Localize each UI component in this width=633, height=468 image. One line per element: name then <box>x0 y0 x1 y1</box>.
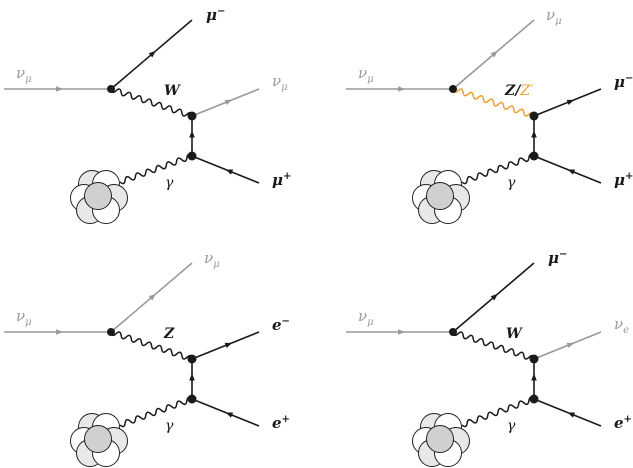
nucleon-6 <box>426 425 454 453</box>
nucleon-6 <box>84 182 112 210</box>
right-upper-label: νμ <box>272 72 288 93</box>
incoming-neutrino-label: νμ <box>16 307 32 328</box>
boson-label: W <box>506 326 523 342</box>
right-upper-line <box>191 88 260 117</box>
right-lower-label: e+ <box>614 414 632 432</box>
outgoing-top-label: νμ <box>546 6 562 27</box>
outgoing-top-line <box>452 19 535 90</box>
incoming-neutrino-label: νμ <box>358 307 374 328</box>
photon-label: γ <box>165 418 174 434</box>
right-upper-line <box>533 331 602 360</box>
nucleus <box>70 413 128 467</box>
boson-label: Z <box>163 326 175 342</box>
vertex-lower <box>529 151 539 161</box>
outgoing-top-label: μ− <box>206 6 225 24</box>
vertex-lower <box>187 151 197 161</box>
right-lower-line <box>191 398 260 427</box>
right-upper-line <box>533 88 602 117</box>
vertex-upper <box>529 111 539 121</box>
outgoing-top-line <box>110 262 193 333</box>
incoming-neutrino-label: νμ <box>358 64 374 85</box>
nucleus <box>412 170 470 224</box>
boson-label: Z/Z′ <box>504 83 534 99</box>
right-lower-label: e+ <box>272 414 290 432</box>
boson-propagator <box>452 88 535 117</box>
outgoing-top-label: μ− <box>548 249 567 267</box>
vertex-incoming <box>107 85 115 93</box>
right-lower-label: μ+ <box>614 171 633 189</box>
vertex-lower <box>529 394 539 404</box>
right-lower-line <box>533 398 602 427</box>
diagram-top-right: νμ νμZ/Z′ μ− μ+ γ <box>346 6 633 224</box>
photon-label: γ <box>507 175 516 191</box>
nucleus <box>70 170 128 224</box>
vertex-upper <box>187 354 197 364</box>
boson-propagator <box>110 88 193 117</box>
right-lower-label: μ+ <box>272 171 291 189</box>
incoming-neutrino-label: νμ <box>16 64 32 85</box>
diagram-bottom-right: νμ μ− Wνe e+ γ <box>346 249 632 467</box>
right-upper-label: e− <box>272 316 290 334</box>
outgoing-top-line <box>110 19 193 90</box>
vertex-upper <box>529 354 539 364</box>
photon-line <box>461 153 535 185</box>
right-upper-label: μ− <box>614 73 633 91</box>
photon-line <box>119 396 193 428</box>
boson-propagator <box>452 331 535 360</box>
nucleon-6 <box>426 182 454 210</box>
outgoing-top-label: νμ <box>204 249 220 270</box>
right-upper-label: νe <box>614 315 629 336</box>
photon-label: γ <box>165 175 174 191</box>
photon-line <box>461 396 535 428</box>
vertex-upper <box>187 111 197 121</box>
photon-label: γ <box>507 418 516 434</box>
right-upper-line <box>191 331 260 360</box>
boson-label: W <box>164 83 181 99</box>
right-lower-line <box>533 155 602 184</box>
vertex-incoming <box>107 328 115 336</box>
nucleus <box>412 413 470 467</box>
right-lower-line <box>191 155 260 184</box>
diagram-top-left: νμ μ− Wνμ μ+ γ <box>4 6 291 224</box>
vertex-incoming <box>449 328 457 336</box>
photon-line <box>119 153 193 185</box>
outgoing-top-line <box>452 262 535 333</box>
vertex-lower <box>187 394 197 404</box>
nucleon-6 <box>84 425 112 453</box>
vertex-incoming <box>449 85 457 93</box>
boson-propagator <box>110 331 193 360</box>
